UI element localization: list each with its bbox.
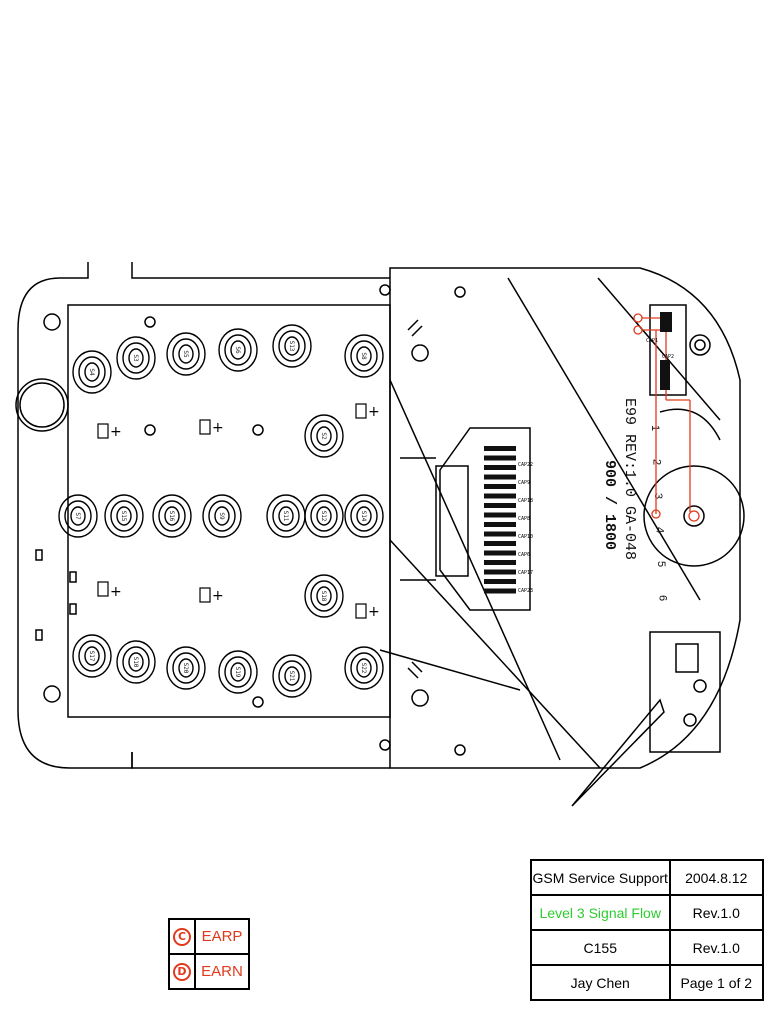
connector-pin: [484, 474, 516, 480]
keypad-button-s19: S19: [218, 650, 258, 694]
connector-cap-label: CAP9: [518, 480, 530, 486]
svg-text:S3: S3: [132, 354, 139, 362]
svg-text:S14: S14: [360, 511, 367, 522]
corner-cap-1: CAP1: [646, 338, 658, 344]
connector-pin: [484, 531, 516, 537]
connector-pin: [484, 512, 516, 518]
keypad-button-s14: S14: [344, 494, 384, 538]
connector-cap-label: CAP17: [518, 570, 533, 576]
connector-pin: [484, 579, 516, 584]
connector-pin: [484, 550, 516, 556]
connector-cap-label: CAP23: [518, 588, 533, 594]
svg-text:S8: S8: [360, 352, 367, 360]
keypad-button-s16: S16: [152, 494, 192, 538]
connector-pin: [484, 560, 516, 565]
keypad-button-s2: S2: [304, 414, 344, 458]
pin-number-3: 3: [652, 493, 664, 499]
svg-text:S22: S22: [360, 663, 367, 674]
keypad-button-s6: S6: [218, 328, 258, 372]
svg-text:S21: S21: [288, 671, 295, 682]
svg-text:S10: S10: [132, 657, 139, 668]
pin-number-6: 6: [657, 595, 669, 601]
keypad-button-s12: S12: [304, 494, 344, 538]
connector-cap-label: CAP18: [518, 498, 533, 504]
svg-text:S2: S2: [320, 432, 327, 440]
title-revision-2: Rev.1.0: [668, 929, 764, 966]
svg-text:+: +: [368, 404, 380, 420]
svg-text:+: +: [110, 584, 122, 600]
svg-text:S7: S7: [74, 512, 81, 520]
keypad-button-s4: S4: [72, 350, 112, 394]
svg-text:S5: S5: [182, 350, 189, 358]
connector-pin: [484, 503, 516, 508]
keypad-button-s20: S20: [166, 646, 206, 690]
keypad-button-s11: S11: [266, 494, 306, 538]
svg-text:S20: S20: [182, 663, 189, 674]
keypad-button-s21: S21: [272, 654, 312, 698]
keypad-button-s8: S8: [344, 334, 384, 378]
connector-pin: [484, 522, 516, 527]
connector-cap-label: CAP10: [518, 534, 533, 540]
keypad-button-s13: S13: [272, 324, 312, 368]
title-drawing-name: Level 3 Signal Flow: [530, 894, 671, 931]
connector-cap-label: CAP6: [518, 552, 530, 558]
connector-cap-label: CAP22: [518, 462, 533, 468]
title-page: Page 1 of 2: [668, 964, 764, 1001]
keypad-button-s7: S7: [58, 494, 98, 538]
keypad-button-s3: S3: [116, 336, 156, 380]
svg-text:S13: S13: [288, 341, 295, 352]
legend-label-earn: EARN: [194, 953, 250, 990]
connector-cap-label: CAP8: [518, 516, 530, 522]
legend-label-earp: EARP: [194, 918, 250, 955]
svg-text:S12: S12: [320, 511, 327, 522]
connector-pin: [484, 588, 516, 594]
svg-text:S4: S4: [88, 368, 95, 376]
svg-text:S19: S19: [234, 667, 241, 678]
pin-number-4: 4: [654, 527, 666, 533]
connector-pin: [484, 493, 516, 499]
svg-text:+: +: [212, 420, 224, 436]
keypad-button-s9: S9: [202, 494, 242, 538]
connector-pin: [484, 484, 516, 489]
pin-number-1: 1: [649, 425, 661, 431]
title-block: GSM Service Support 2004.8.12 Level 3 Si…: [530, 859, 764, 1001]
connector-pin: [484, 455, 516, 461]
title-model: C155: [530, 929, 671, 966]
title-date: 2004.8.12: [668, 859, 764, 896]
svg-text:S17: S17: [88, 651, 95, 662]
svg-text:S6: S6: [234, 346, 241, 354]
keypad-button-s17: S17: [72, 634, 112, 678]
keypad-button-s22: S22: [344, 646, 384, 690]
pin-number-5: 5: [655, 561, 667, 567]
connector-pin: [484, 569, 516, 575]
signal-legend: C EARP D EARN: [168, 918, 250, 990]
title-author: Jay Chen: [530, 964, 671, 1001]
svg-text:S16: S16: [168, 511, 175, 522]
connector-pin: [484, 541, 516, 546]
keypad-button-s18: S18: [304, 574, 344, 618]
board-revision-label: E99 REV:1.0 GA-048: [621, 398, 638, 560]
svg-text:+: +: [368, 604, 380, 620]
svg-text:+: +: [110, 424, 122, 440]
svg-text:S11: S11: [282, 511, 289, 522]
svg-text:+: +: [212, 588, 224, 604]
corner-cap-2: CAP2: [662, 354, 674, 360]
band-label: 900 / 1800: [601, 460, 618, 550]
keypad-button-s10: S10: [116, 640, 156, 684]
svg-text:S18: S18: [320, 591, 327, 602]
legend-symbol-earp: C: [168, 918, 196, 955]
keypad-button-s15: S15: [104, 494, 144, 538]
svg-text:S9: S9: [218, 512, 225, 520]
legend-symbol-earn: D: [168, 953, 196, 990]
title-company: GSM Service Support: [530, 859, 671, 896]
title-revision-1: Rev.1.0: [668, 894, 764, 931]
keypad-button-s5: S5: [166, 332, 206, 376]
connector-pin: [484, 446, 516, 451]
connector-pin: [484, 465, 516, 470]
svg-text:S15: S15: [120, 511, 127, 522]
